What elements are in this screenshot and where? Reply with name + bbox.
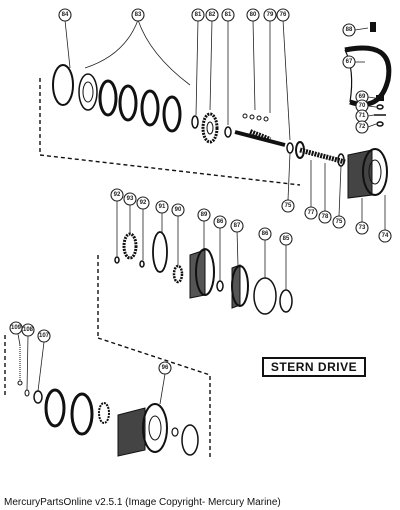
callout-82: 82 <box>205 8 219 22</box>
callout-75b: 75 <box>332 215 346 229</box>
callout-108: 108 <box>21 323 35 337</box>
svg-text:92: 92 <box>114 192 121 198</box>
callout-87: 87 <box>230 219 244 233</box>
svg-text:75: 75 <box>336 219 343 225</box>
stern-drive-label: STERN DRIVE <box>262 357 366 377</box>
svg-text:108: 108 <box>23 327 34 333</box>
leader-lines <box>17 18 386 405</box>
svg-text:82: 82 <box>209 12 216 18</box>
callout-71: 71 <box>355 109 369 123</box>
callout-76: 76 <box>276 8 290 22</box>
lower-section-parts <box>17 345 199 457</box>
callout-90: 90 <box>171 203 185 217</box>
svg-text:85: 85 <box>283 236 290 242</box>
callout-92b: 92 <box>136 196 150 210</box>
callout-86b: 86 <box>258 227 272 241</box>
bearing-balls-80 <box>242 113 269 122</box>
callout-85: 85 <box>279 232 293 246</box>
snap-ring-84 <box>52 64 74 106</box>
callout-79: 79 <box>263 8 277 22</box>
svg-text:86: 86 <box>262 231 269 237</box>
svg-text:84: 84 <box>62 12 69 18</box>
callout-81b: 81 <box>221 8 235 22</box>
callout-78: 78 <box>318 210 332 224</box>
svg-text:70: 70 <box>359 103 366 109</box>
svg-text:72: 72 <box>359 124 366 130</box>
callout-73: 73 <box>355 221 369 235</box>
callout-107: 107 <box>37 329 51 343</box>
clutch-plates-83 <box>78 73 182 133</box>
callout-75: 75 <box>281 199 295 213</box>
washer-81 <box>191 115 199 129</box>
svg-text:88: 88 <box>346 27 353 33</box>
svg-text:109: 109 <box>11 325 22 331</box>
svg-text:107: 107 <box>39 333 50 339</box>
middle-row-parts <box>114 231 293 315</box>
svg-text:93: 93 <box>127 196 134 202</box>
svg-text:80: 80 <box>250 12 257 18</box>
svg-text:96: 96 <box>162 365 169 371</box>
svg-text:90: 90 <box>175 207 182 213</box>
svg-text:87: 87 <box>234 223 241 229</box>
callout-92: 92 <box>110 188 124 202</box>
callout-91: 91 <box>155 200 169 214</box>
svg-text:81: 81 <box>225 12 232 18</box>
svg-text:86: 86 <box>217 219 224 225</box>
pin-88 <box>370 22 376 32</box>
svg-text:74: 74 <box>382 233 389 239</box>
svg-text:77: 77 <box>308 210 315 216</box>
callout-88: 88 <box>342 23 356 37</box>
callout-109: 109 <box>9 321 23 335</box>
copyright-footer: MercuryPartsOnline v2.5.1 (Image Copyrig… <box>4 497 281 508</box>
gear-82 <box>201 112 219 144</box>
callout-81: 81 <box>191 8 205 22</box>
washer-81b <box>224 126 232 138</box>
svg-text:89: 89 <box>201 212 208 218</box>
callout-93: 93 <box>123 192 137 206</box>
svg-text:75: 75 <box>285 203 292 209</box>
callout-67: 67 <box>342 55 356 69</box>
svg-text:81: 81 <box>195 12 202 18</box>
callout-84: 84 <box>58 8 72 22</box>
callout-89: 89 <box>197 208 211 222</box>
small-parts-69-72 <box>374 95 386 127</box>
assembly-dashed-line-lower <box>97 337 211 460</box>
callout-83: 83 <box>131 8 145 22</box>
output-shaft-77 <box>295 141 346 165</box>
callout-96: 96 <box>158 361 172 375</box>
svg-text:73: 73 <box>359 225 366 231</box>
shaft-79 <box>234 129 286 147</box>
svg-text:83: 83 <box>135 12 142 18</box>
assembly-dashed-line-top <box>39 78 301 186</box>
clutch-drum-73 <box>347 148 388 199</box>
callout-72: 72 <box>355 120 369 134</box>
washer-76 <box>286 142 294 154</box>
svg-text:92: 92 <box>140 200 147 206</box>
svg-text:76: 76 <box>280 12 287 18</box>
callout-80: 80 <box>246 8 260 22</box>
callout-86: 86 <box>213 215 227 229</box>
svg-text:71: 71 <box>359 113 366 119</box>
svg-text:91: 91 <box>159 204 166 210</box>
svg-text:78: 78 <box>322 214 329 220</box>
callout-77: 77 <box>304 206 318 220</box>
callout-74: 74 <box>378 229 392 243</box>
svg-text:69: 69 <box>359 94 366 100</box>
svg-text:67: 67 <box>346 59 353 65</box>
svg-text:79: 79 <box>267 12 274 18</box>
